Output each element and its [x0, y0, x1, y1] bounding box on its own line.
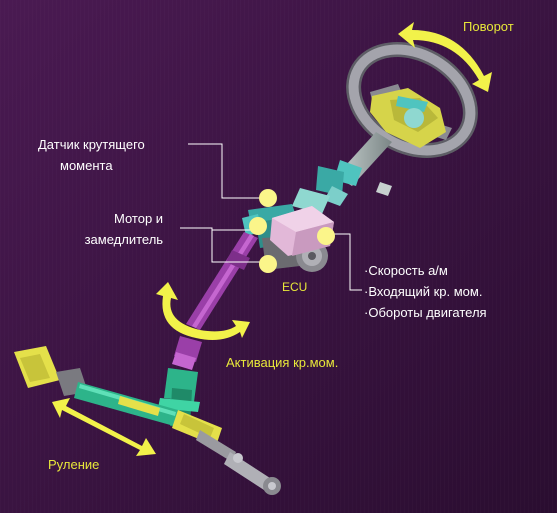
- arrows: [52, 22, 492, 456]
- intermediate-shaft: [172, 232, 258, 370]
- ecu-input-bracket: [326, 233, 362, 291]
- motor-marker-top: [249, 217, 267, 235]
- rotation-arrow: [398, 22, 492, 92]
- input-engine-rpm: ·Обороты двигателя: [364, 305, 487, 320]
- input-vehicle-speed: ·Скорость а/м: [364, 263, 448, 278]
- steering-column: [292, 132, 392, 214]
- motor-label-line2: замедлитель: [84, 232, 164, 247]
- torque-sensor-marker: [259, 189, 277, 207]
- activation-arrow: [156, 282, 250, 340]
- torque-sensor-label-line2: момента: [60, 158, 113, 173]
- input-torque: ·Входящий кр. мом.: [364, 284, 483, 299]
- highlight-markers: [249, 189, 335, 273]
- steering-label: Руление: [48, 457, 100, 472]
- torque-sensor-label-line1: Датчик крутящего: [38, 137, 145, 152]
- ecu-inputs-list: ·Скорость а/м ·Входящий кр. мом. ·Оборот…: [364, 260, 487, 323]
- motor-callout: [180, 227, 268, 263]
- torque-activation-label: Активация кр.мом.: [226, 355, 339, 370]
- ecu-marker: [317, 227, 335, 245]
- torque-sensor-callout: [188, 143, 268, 199]
- motor-label-line1: Мотор и: [114, 211, 164, 226]
- ecu-label: ECU: [282, 280, 308, 294]
- callout-lines: [180, 143, 362, 291]
- torque-sensor-label: Датчик крутящего момента: [38, 134, 145, 176]
- steering-rack: [14, 346, 281, 495]
- motor-marker-bottom: [259, 255, 277, 273]
- steering-wheel: [346, 42, 478, 158]
- steering-hub: [370, 88, 446, 148]
- motor-label: Мотор и замедлитель: [80, 208, 163, 250]
- steering-arrow: [52, 398, 156, 456]
- ecu-box: [270, 206, 334, 256]
- rotation-label: Поворот: [463, 19, 514, 34]
